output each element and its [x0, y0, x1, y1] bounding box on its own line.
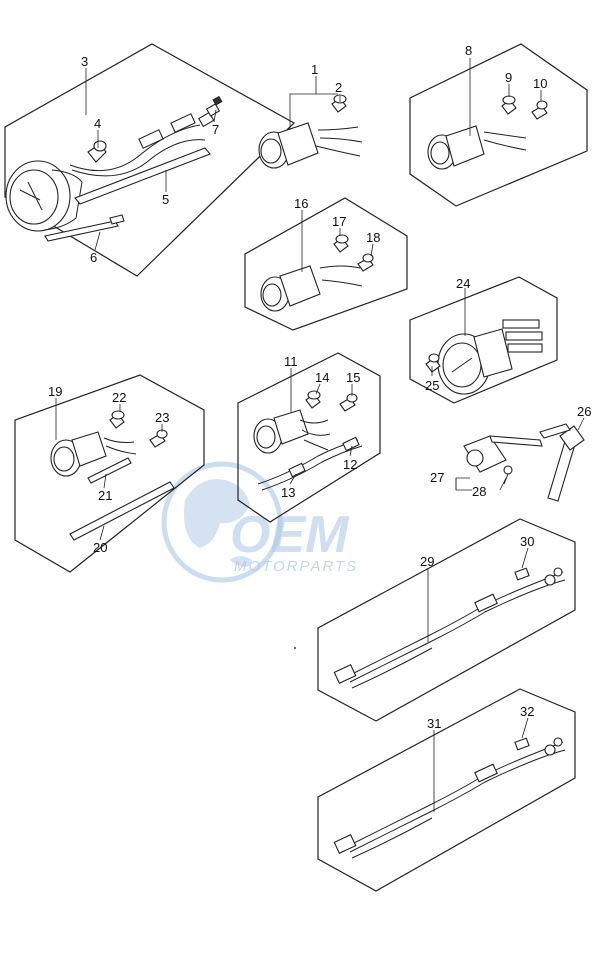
callout-26: 26 [577, 404, 591, 419]
callout-3: 3 [81, 54, 88, 69]
callout-21: 21 [98, 488, 112, 503]
callout-8: 8 [465, 43, 472, 58]
group-16 [244, 197, 408, 331]
group-3 [4, 43, 295, 277]
group-19 [14, 374, 205, 573]
leader-lines [55, 58, 585, 812]
callout-10: 10 [533, 76, 547, 91]
group-31 [317, 688, 576, 892]
watermark-globe-land [184, 479, 250, 548]
callout-4: 4 [94, 116, 101, 131]
callout-20: 20 [93, 540, 107, 555]
callout-12: 12 [343, 457, 357, 472]
box-11 [237, 352, 381, 523]
callout-16: 16 [294, 196, 308, 211]
callout-13: 13 [281, 485, 295, 500]
callout-17: 17 [332, 214, 346, 229]
callout-5: 5 [162, 192, 169, 207]
callout-19: 19 [48, 384, 62, 399]
callout-6: 6 [90, 250, 97, 265]
group-1 [258, 94, 363, 169]
callout-32: 32 [520, 704, 534, 719]
callout-24: 24 [456, 276, 470, 291]
group-24 [409, 276, 558, 404]
watermark-subtext: MOTORPARTS [234, 558, 358, 575]
box-16 [244, 197, 408, 331]
group-11 [237, 352, 381, 523]
box-8 [409, 43, 588, 207]
callout-9: 9 [505, 70, 512, 85]
callout-18: 18 [366, 230, 380, 245]
callout-23: 23 [155, 410, 169, 425]
callout-27: 27 [430, 470, 444, 485]
callout-1: 1 [311, 62, 318, 77]
callout-31: 31 [427, 716, 441, 731]
callout-14: 14 [315, 370, 329, 385]
callout-25: 25 [425, 378, 439, 393]
box-19 [14, 374, 205, 573]
callout-2: 2 [335, 80, 342, 95]
group-26-28 [463, 423, 585, 502]
watermark-logo: OEM [230, 506, 350, 564]
box-24 [409, 276, 558, 404]
callout-7: 7 [212, 122, 219, 137]
callout-22: 22 [112, 390, 126, 405]
callout-29: 29 [420, 554, 434, 569]
callout-numbers: 1 2 3 4 5 6 7 8 9 10 11 12 13 14 15 16 1… [48, 43, 591, 731]
group-29 [317, 518, 576, 722]
watermark: OEM MOTORPARTS [161, 461, 358, 583]
group-8 [409, 43, 588, 207]
callout-28: 28 [472, 484, 486, 499]
watermark-globe-ring [161, 461, 283, 583]
callout-30: 30 [520, 534, 534, 549]
callout-15: 15 [346, 370, 360, 385]
box-29 [317, 518, 576, 722]
callout-11: 11 [284, 354, 298, 369]
box-31 [317, 688, 576, 892]
